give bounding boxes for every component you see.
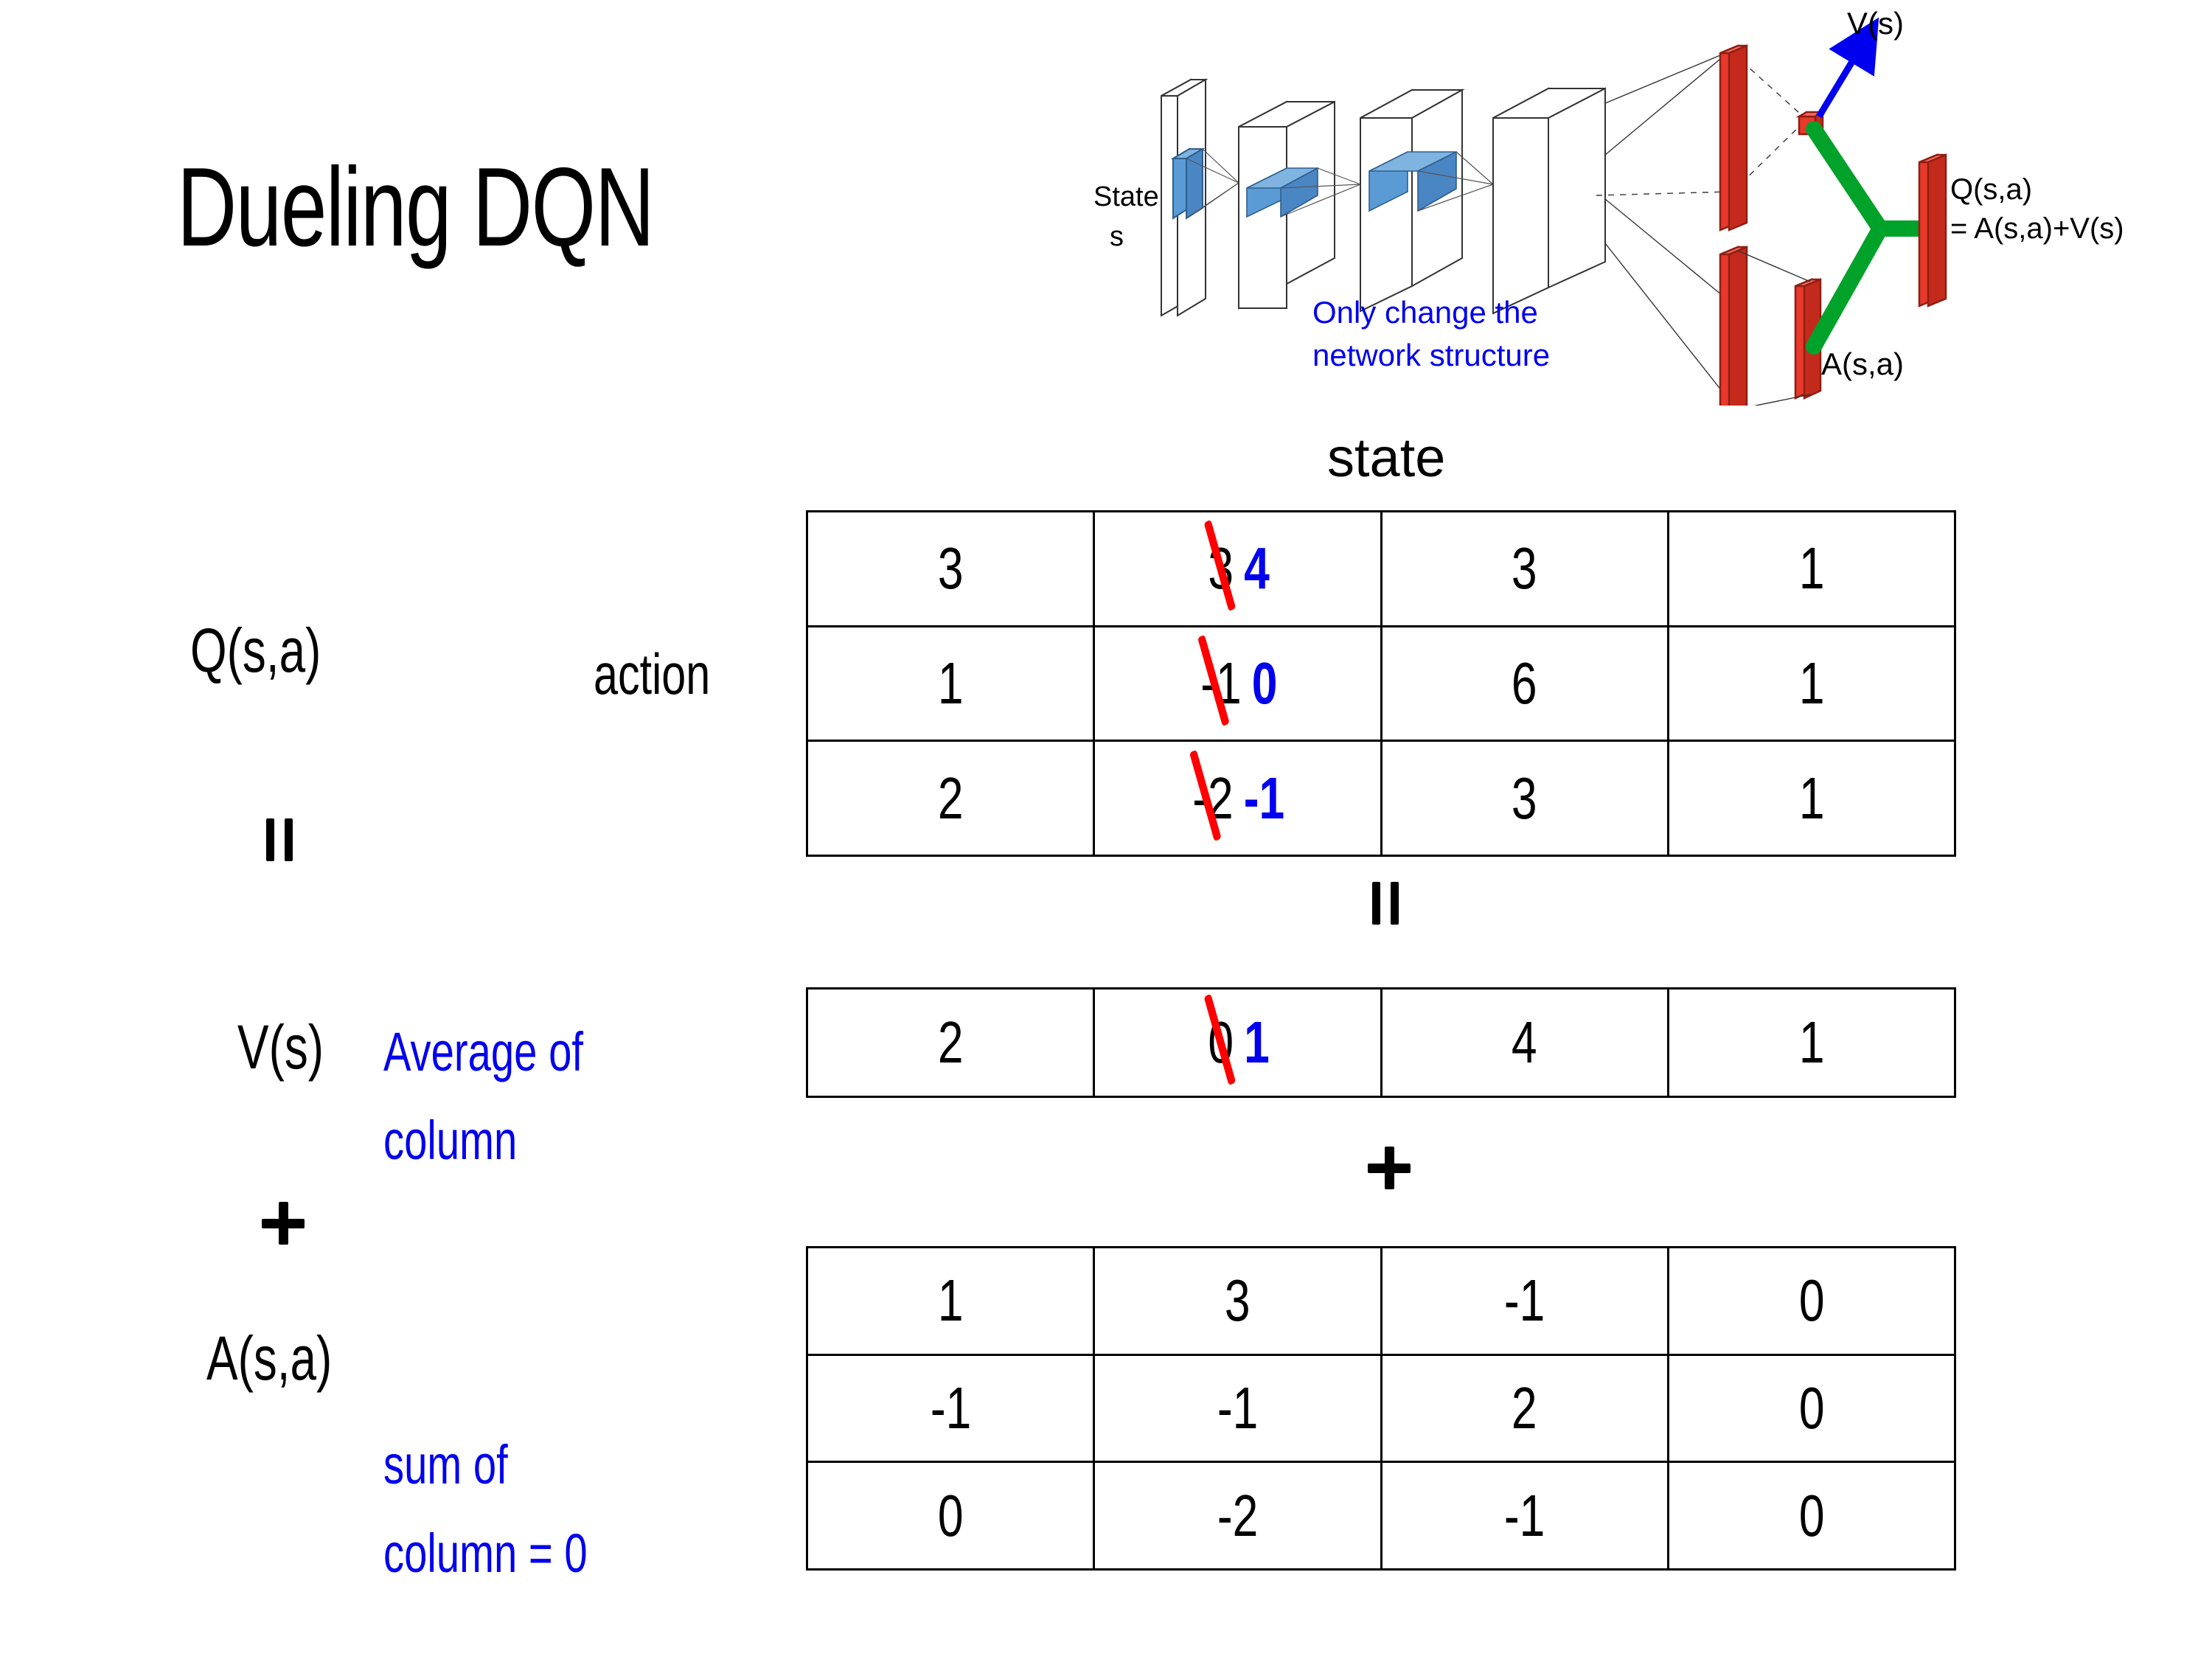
a-cell-2-3: 0 bbox=[1666, 1461, 1957, 1571]
v-cell-0-2: 4 bbox=[1380, 987, 1669, 1098]
a-cell-1-0: -1 bbox=[805, 1353, 1096, 1464]
a-cell-0-2: -1 bbox=[1380, 1246, 1669, 1356]
a-cell-1-3: 0 bbox=[1666, 1353, 1957, 1464]
a-cell-0-3: 0 bbox=[1666, 1246, 1957, 1356]
q-cell-0-1-new: 4 bbox=[1243, 535, 1270, 602]
v-cell-0-0: 2 bbox=[805, 987, 1096, 1098]
q-cell-1-3: 1 bbox=[1666, 625, 1957, 742]
table-row: -1 -1 2 0 bbox=[805, 1353, 1957, 1464]
v-cell-0-3: 1 bbox=[1666, 987, 1957, 1098]
axis-label-action: action bbox=[594, 641, 711, 706]
q-cell-0-2: 3 bbox=[1380, 510, 1669, 627]
v-cell-0-1-new: 1 bbox=[1243, 1009, 1270, 1075]
axis-label-state: state bbox=[1327, 427, 1446, 488]
q-cell-0-0: 3 bbox=[805, 510, 1096, 627]
diagram-state-label: State bbox=[1093, 181, 1159, 212]
equals-sign-left bbox=[262, 818, 300, 861]
a-cell-2-1: -2 bbox=[1093, 1461, 1382, 1571]
a-cell-1-2: 2 bbox=[1380, 1353, 1669, 1464]
diagram-note-line2: network structure bbox=[1312, 338, 1551, 372]
q-cell-1-1-old: -1 bbox=[1198, 650, 1244, 717]
q-cell-2-0: 2 bbox=[805, 740, 1096, 857]
q-cell-2-3: 1 bbox=[1666, 740, 1957, 857]
plus-sign-left bbox=[262, 1202, 305, 1245]
a-cell-2-2: -1 bbox=[1380, 1461, 1669, 1571]
a-cell-0-0: 1 bbox=[805, 1246, 1096, 1356]
table-row: 1 3 -1 0 bbox=[805, 1246, 1957, 1356]
dueling-network-diagram: State s Only change the network structur… bbox=[1093, 6, 2194, 414]
a-cell-0-1: 3 bbox=[1093, 1246, 1382, 1356]
q-cell-2-2: 3 bbox=[1380, 740, 1669, 857]
page-title: Dueling DQN bbox=[177, 145, 655, 270]
note-sum-of-line2: column = 0 bbox=[383, 1523, 588, 1584]
network-architecture-svg bbox=[1161, 17, 1947, 414]
a-cell-2-0: 0 bbox=[805, 1461, 1096, 1571]
table-row: 0 -2 -1 0 bbox=[805, 1461, 1957, 1571]
plus-sign-middle bbox=[1368, 1147, 1411, 1189]
diagram-value-label: V(s) bbox=[1847, 6, 1904, 41]
table-row: 2 -2-1 3 1 bbox=[805, 740, 1957, 857]
label-q-function: Q(s,a) bbox=[190, 616, 321, 685]
diagram-q-label-line2: = A(s,a)+V(s) bbox=[1950, 212, 2124, 245]
q-cell-0-3: 1 bbox=[1666, 510, 1957, 627]
q-cell-1-1-new: 0 bbox=[1251, 650, 1278, 716]
a-value-table: 1 3 -1 0 -1 -1 2 bbox=[805, 1246, 1957, 1571]
equals-sign-middle bbox=[1368, 882, 1406, 925]
note-sum-of-line1: sum of bbox=[383, 1434, 508, 1495]
note-average-of-line2: column bbox=[383, 1110, 518, 1171]
a-cell-1-1: -1 bbox=[1093, 1353, 1382, 1464]
diagram-advantage-label: A(s,a) bbox=[1821, 347, 1905, 381]
q-cell-0-1-old: 3 bbox=[1206, 535, 1236, 602]
diagram-q-label-line1: Q(s,a) bbox=[1950, 173, 2033, 206]
diagram-note-line1: Only change the bbox=[1312, 295, 1538, 330]
diagram-state-sub-label: s bbox=[1110, 221, 1124, 252]
note-average-of-line1: Average of bbox=[383, 1021, 583, 1082]
label-v-function: V(s) bbox=[237, 1012, 324, 1082]
q-cell-2-1-old: -2 bbox=[1190, 765, 1236, 832]
v-cell-0-1-old: 0 bbox=[1206, 1009, 1236, 1077]
q-cell-2-1: -2-1 bbox=[1093, 740, 1382, 857]
q-cell-2-1-new: -1 bbox=[1243, 765, 1285, 831]
label-a-function: A(s,a) bbox=[206, 1324, 333, 1393]
q-cell-1-2: 6 bbox=[1380, 625, 1669, 742]
q-cell-1-0: 1 bbox=[805, 625, 1096, 742]
